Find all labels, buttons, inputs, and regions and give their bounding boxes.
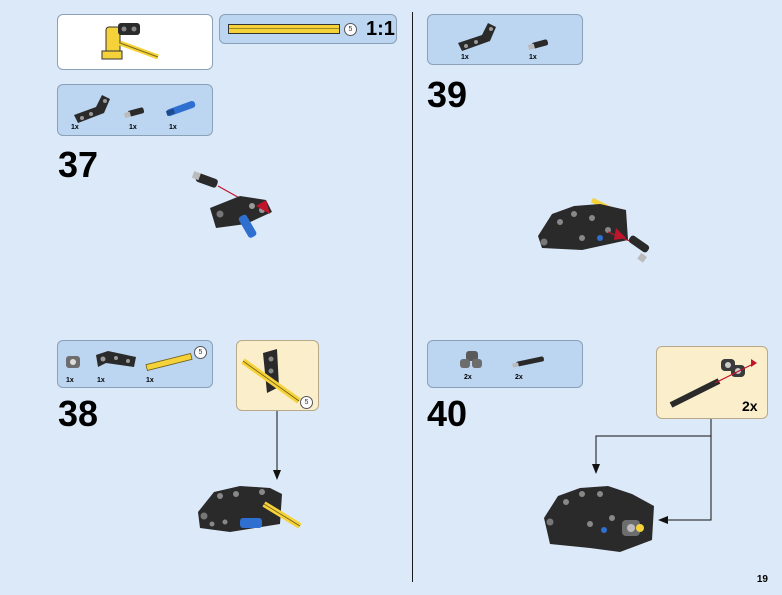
scale-ruler-panel: 5 1:1 [219,14,397,44]
subassembly-illustration-icon [101,23,159,60]
scale-length-circle: 5 [344,23,357,36]
axle-yellow-icon [145,353,193,371]
part-qty: 1x [66,377,74,384]
step-number: 39 [427,74,468,115]
beam-black-icon [96,351,136,367]
part-qty: 2x [515,374,523,381]
step-38-parts-list: 5 1x 1x 1x [57,340,213,388]
axle-pin-blue-icon [165,100,196,117]
step-37-parts-list: 1x 1x 1x [57,84,213,136]
scale-ratio: 1:1 [366,18,395,40]
pin-long-black-icon [512,356,544,368]
step-39-parts-list: 1x 1x [427,14,583,65]
page-divider [412,12,413,582]
step-number: 37 [58,144,99,185]
page-number: 19 [756,574,768,585]
callout-connector-pin-icon [669,359,757,408]
callout-quantity: 2x [742,398,758,414]
beam-bent-black-icon [458,23,496,51]
step-38-callout: 5 [236,340,319,411]
connector-double-gray-icon [460,351,482,368]
part-qty: 1x [129,124,137,131]
beam-bent-black-icon [74,95,110,123]
part-qty: 1x [529,54,537,61]
step-number: 38 [58,393,99,434]
step-40-callout: 2x [656,346,768,419]
step-40-parts-list: 2x 2x [427,340,583,388]
part-qty: 2x [464,374,472,381]
subassembly-preview [57,14,213,70]
axle-length-circle: 5 [194,346,207,359]
scale-axle-bar [228,24,340,34]
callout-length-circle: 5 [300,396,313,409]
step-number: 40 [427,393,468,434]
part-qty: 1x [146,377,154,384]
callout-axle-beam-icon [241,349,301,404]
part-qty: 1x [169,124,177,131]
part-qty: 1x [97,377,105,384]
part-qty: 1x [71,124,79,131]
part-qty: 1x [461,54,469,61]
pin-black-icon [123,107,145,119]
connector-gray-icon [66,356,80,368]
pin-black-icon [527,39,549,51]
